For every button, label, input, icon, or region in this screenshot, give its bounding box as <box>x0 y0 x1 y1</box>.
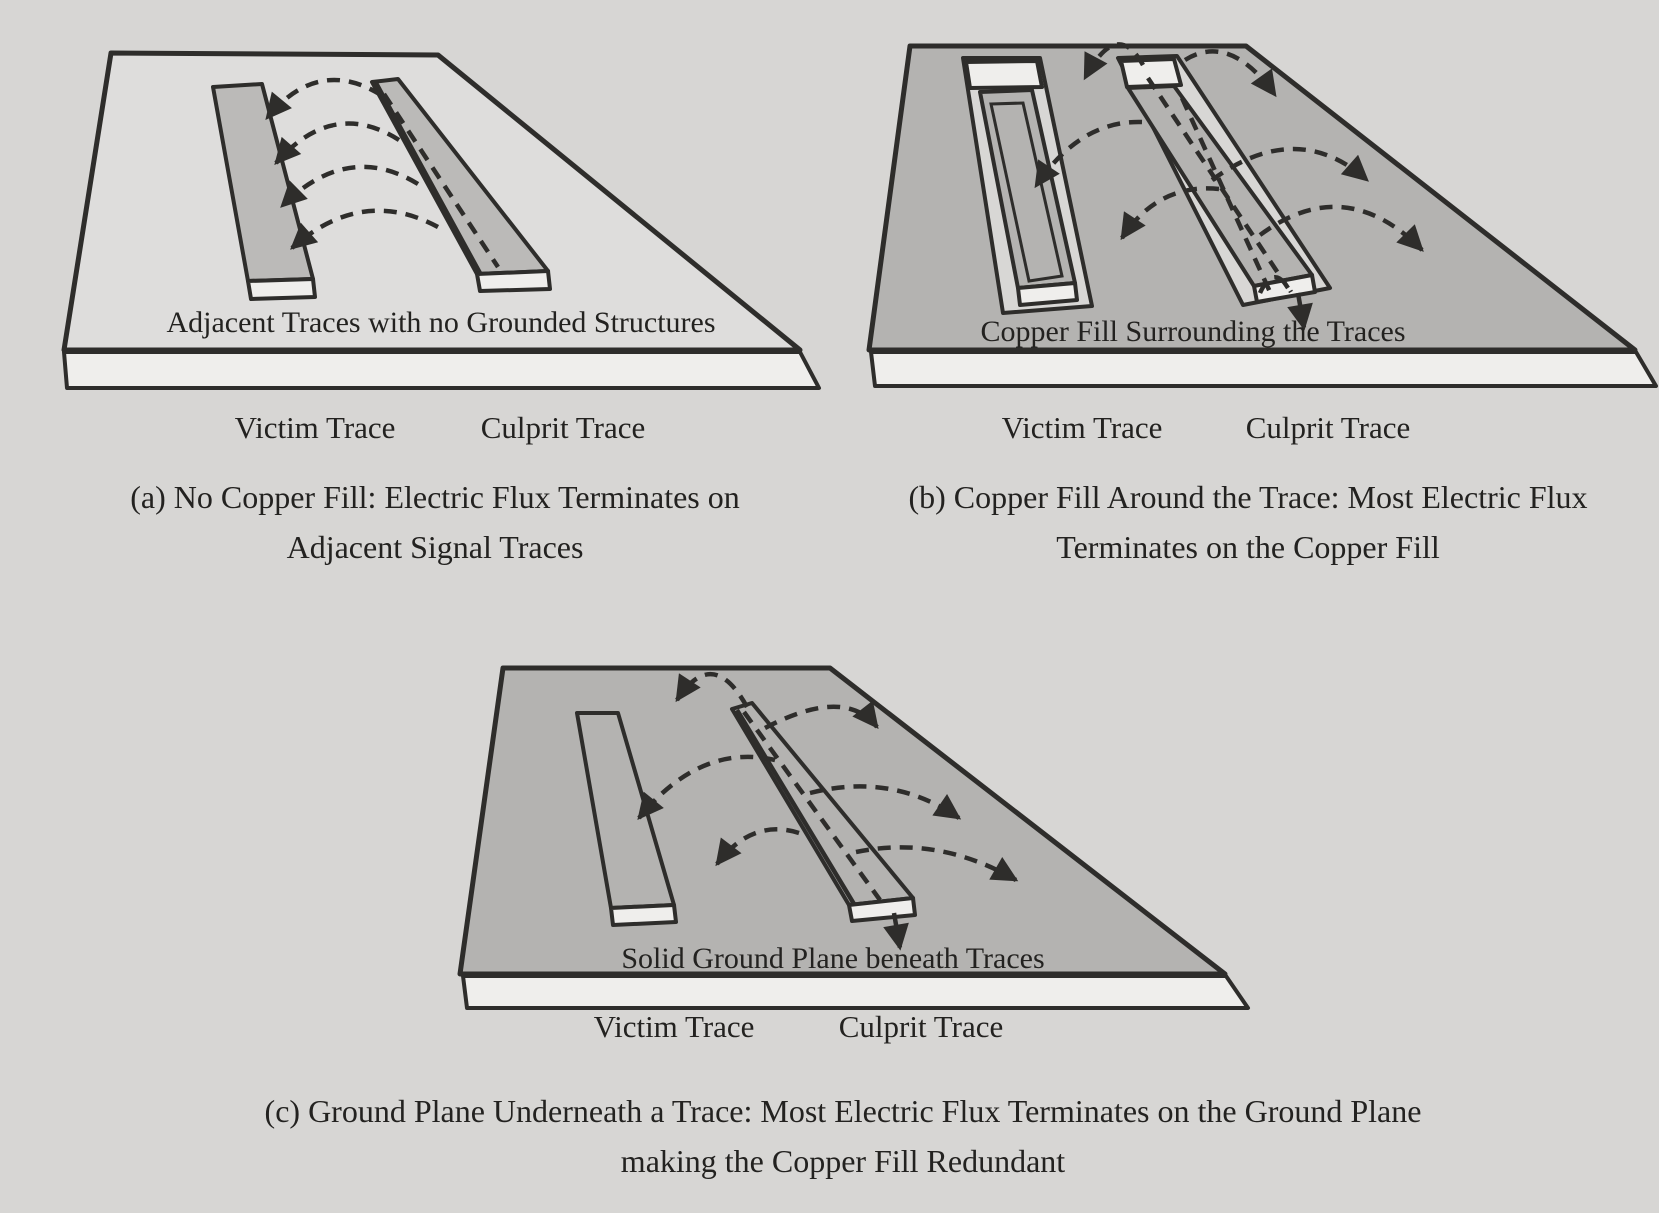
flux-arc-b-right1 <box>1183 49 1277 98</box>
flux-arc-c-left2 <box>637 754 776 821</box>
caption-a-line1: (a) No Copper Fill: Electric Flux Termin… <box>130 479 739 515</box>
culprit-trace-a-side-face <box>475 269 552 293</box>
flux-arc-c-right2 <box>809 784 962 820</box>
caption-b-line1: (b) Copper Fill Around the Trace: Most E… <box>908 479 1587 515</box>
flux-arc-a4 <box>290 208 440 250</box>
flux-line-along-culprit-b1 <box>1146 76 1290 290</box>
victim-trace-a-side-face <box>246 277 317 301</box>
culprit-trace-c-end-face <box>847 896 917 923</box>
culprit-trace-b-side-face <box>1252 273 1317 304</box>
flux-arrow-b-down <box>1287 292 1313 331</box>
culprit-label-b: Culprit Trace <box>1246 410 1410 445</box>
flux-arc-b-right2 <box>1210 146 1369 182</box>
caption-c-line2: making the Copper Fill Redundant <box>621 1143 1066 1179</box>
flux-arc-a1 <box>265 77 383 121</box>
caption-c-line1: (c) Ground Plane Underneath a Trace: Mos… <box>265 1093 1422 1129</box>
flux-line-along-culprit-b2 <box>1179 97 1273 293</box>
flux-arc-a3 <box>280 164 420 208</box>
flux-arc-b-left3 <box>1120 186 1220 241</box>
flux-line-along-culprit-c <box>742 710 882 902</box>
flux-arc-b-left2 <box>1034 119 1143 189</box>
caption-b-line2: Terminates on the Copper Fill <box>1056 529 1440 565</box>
figure-a: Adjacent Traces with no Grounded Structu… <box>61 50 821 565</box>
victim-trace-b-side-face <box>1016 281 1079 307</box>
culprit-trace-a-edge <box>374 81 483 277</box>
pcb-board-a-side-face <box>62 350 821 390</box>
flux-line-along-culprit-a <box>382 92 500 269</box>
caption-a-line2: Adjacent Signal Traces <box>287 529 584 565</box>
flux-arc-c-right1 <box>763 700 879 730</box>
figure-c: Solid Ground Plane beneath Traces Victim… <box>265 665 1422 1179</box>
flux-arc-b-right3 <box>1258 204 1424 252</box>
board-label-a: Adjacent Traces with no Grounded Structu… <box>166 306 715 339</box>
board-label-c: Solid Ground Plane beneath Traces <box>621 942 1044 975</box>
board-label-b: Copper Fill Surrounding the Traces <box>981 315 1406 348</box>
flux-arc-a2 <box>274 121 401 165</box>
culprit-cutout-b-end-cap <box>1119 57 1183 89</box>
flux-loop-b-bottom <box>1257 275 1293 294</box>
culprit-label-a: Culprit Trace <box>481 410 645 445</box>
flux-arc-c-left1 <box>675 671 749 709</box>
board-c-side-face <box>461 974 1250 1010</box>
culprit-trace-c-edge <box>735 708 856 906</box>
victim-cutout-b-end-cap <box>964 59 1044 90</box>
flux-arc-b-left1 <box>1083 42 1145 81</box>
figure-b: Copper Fill Surrounding the Traces Victi… <box>866 42 1658 565</box>
flux-arc-c-left3 <box>715 827 800 867</box>
board-b-side-face <box>869 350 1658 388</box>
victim-label-c: Victim Trace <box>594 1009 755 1044</box>
flux-arrow-c-down <box>883 912 909 951</box>
victim-label-b: Victim Trace <box>1002 410 1163 445</box>
victim-label-a: Victim Trace <box>235 410 396 445</box>
culprit-label-c: Culprit Trace <box>839 1009 1003 1044</box>
victim-trace-b-inner-outline <box>989 101 1064 283</box>
victim-trace-c-end-face <box>609 903 678 927</box>
